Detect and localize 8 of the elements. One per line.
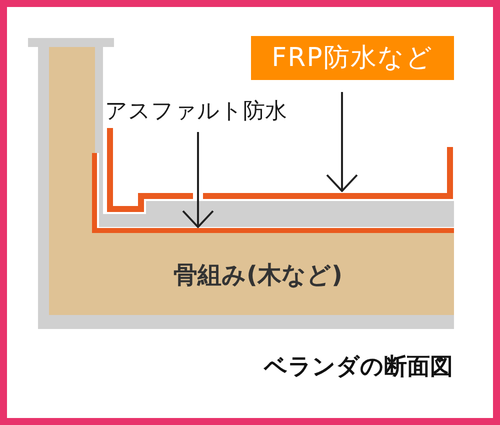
- callout-box: FRP防水など: [251, 36, 454, 80]
- upper-membrane-line: [203, 144, 453, 199]
- lower-membrane-line: [92, 228, 454, 233]
- arrow: [182, 132, 214, 228]
- figure-caption: ベランダの断面図: [264, 353, 453, 381]
- area-label: 骨組み(木など): [174, 260, 342, 290]
- arrow: [326, 92, 358, 192]
- callout-text: アスファルト防水: [105, 98, 287, 126]
